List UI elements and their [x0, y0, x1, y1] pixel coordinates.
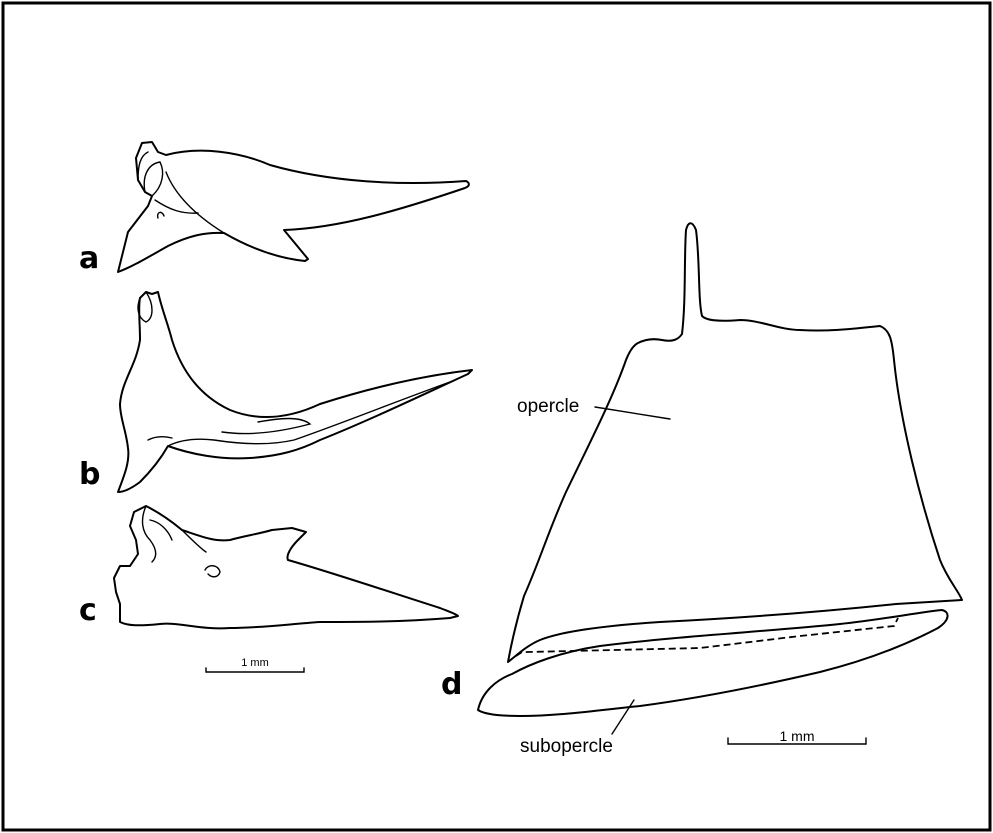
panel-label-d: d [441, 667, 462, 702]
bone-drawing-a [118, 142, 469, 272]
opercle-outline [508, 223, 962, 662]
scale-bar-left-label: 1 mm [241, 657, 269, 669]
bone-drawing-d [478, 223, 962, 716]
scale-bar-right-label: 1 mm [780, 728, 815, 744]
scale-bar-right: 1 mm [728, 728, 866, 744]
figure-frame [3, 3, 990, 830]
subopercle-outline [478, 610, 948, 716]
bone-drawing-b [118, 292, 472, 492]
opercle-label: opercle [517, 396, 579, 417]
opercle-annotation: opercle [517, 396, 670, 419]
bone-drawing-c [114, 506, 458, 628]
panel-label-b: b [79, 457, 100, 492]
scale-bar-left: 1 mm [206, 657, 304, 672]
panel-label-c: c [79, 593, 97, 628]
panel-label-a: a [79, 241, 99, 276]
subopercle-label: subopercle [520, 736, 613, 757]
